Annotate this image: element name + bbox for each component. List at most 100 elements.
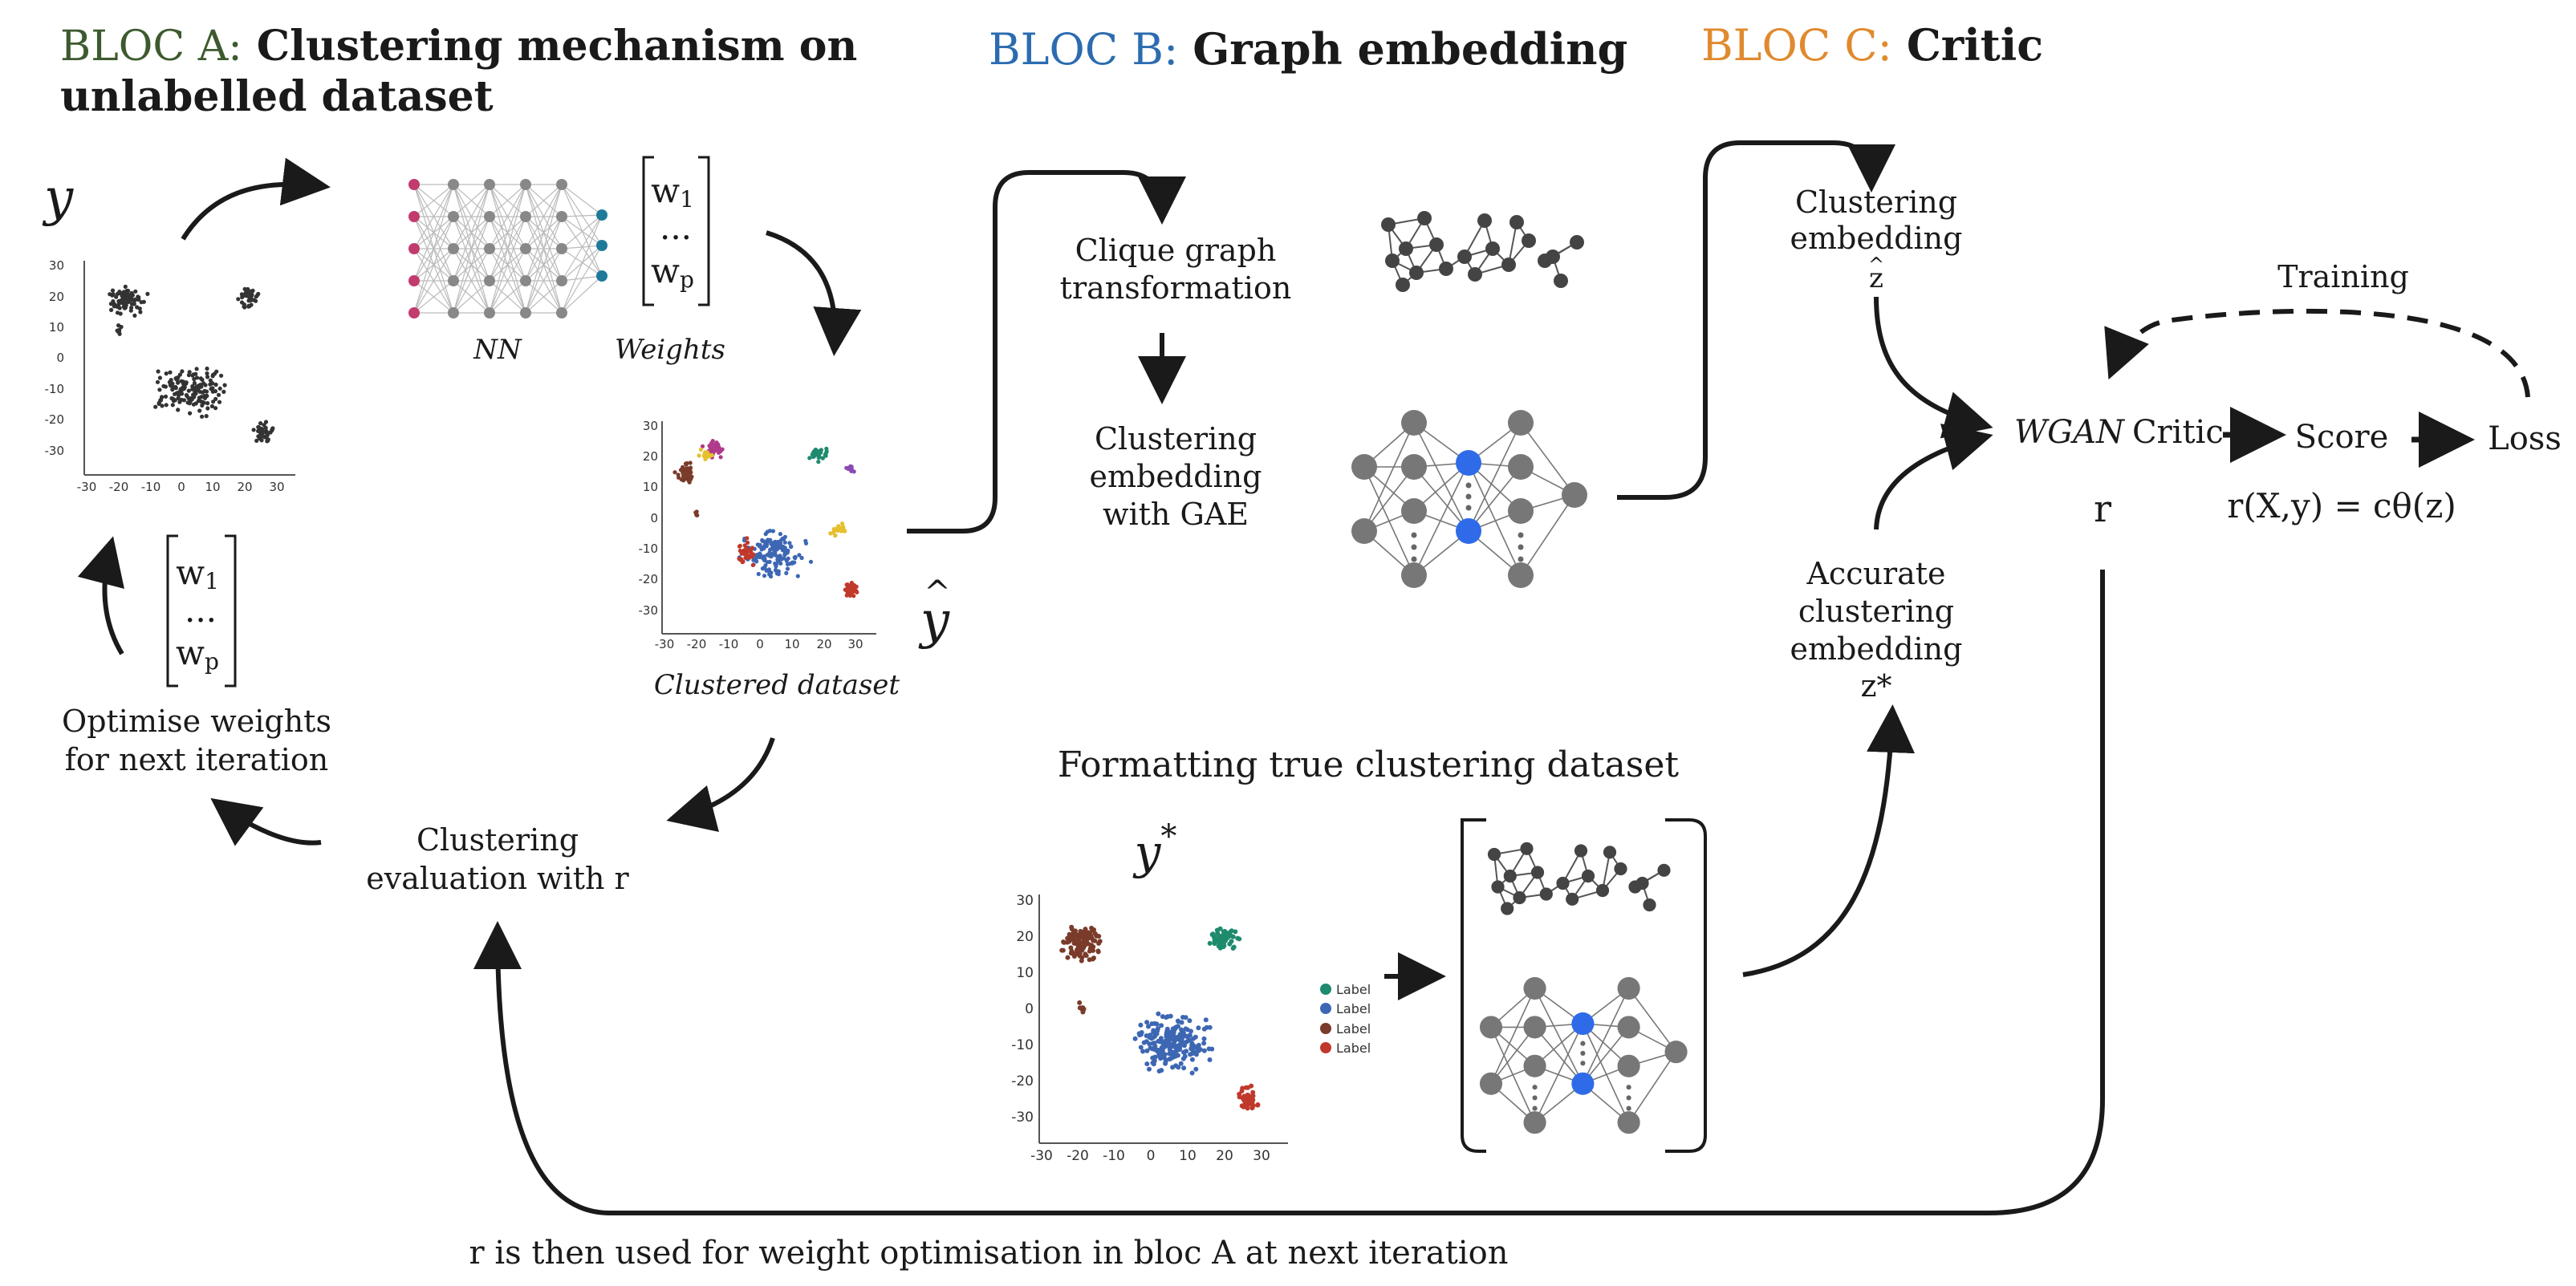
nn-node <box>448 243 459 254</box>
scatter-point <box>1067 939 1071 944</box>
x-tick: -30 <box>77 480 97 494</box>
score-label: Score <box>2295 419 2389 456</box>
scatter-point <box>778 562 782 566</box>
y-tick: 0 <box>56 351 64 365</box>
scatter-point <box>211 390 215 394</box>
graph-node <box>1504 870 1517 882</box>
y-tick: -30 <box>45 444 65 458</box>
nn-node <box>408 243 420 254</box>
gae-node <box>1523 977 1546 1000</box>
scatter-point <box>737 545 742 549</box>
graph-node <box>1614 862 1627 875</box>
scatter-point <box>177 396 181 400</box>
scatter-point <box>1091 928 1095 933</box>
graph-node <box>1603 846 1616 858</box>
scatter-point <box>1090 946 1095 951</box>
gae-node <box>1523 1016 1546 1038</box>
nn-node <box>596 209 607 221</box>
graph-node <box>1540 887 1553 900</box>
scatter-point <box>242 302 246 306</box>
scatter-point <box>782 537 786 541</box>
gae-node <box>1456 450 1481 476</box>
scatter-point <box>165 371 169 375</box>
nn-node <box>408 179 420 190</box>
graph-node <box>1574 844 1587 857</box>
scatter-point <box>1170 1036 1175 1041</box>
scatter-point <box>1155 1022 1160 1027</box>
scatter-point <box>117 291 121 295</box>
scatter-point <box>1184 1015 1188 1020</box>
gae-node <box>1401 562 1427 588</box>
scatter-point <box>741 550 745 554</box>
graph-node <box>1491 880 1504 893</box>
bloc-c-title: BLOC C:Critic <box>1701 19 2043 71</box>
scatter-point <box>138 306 142 310</box>
scatter-point <box>1188 1052 1193 1057</box>
scatter-point <box>762 574 766 578</box>
scatter-point <box>684 463 688 467</box>
gae-node <box>1664 1041 1687 1063</box>
scatter-point <box>251 289 255 293</box>
scatter-point <box>1251 1103 1256 1108</box>
scatter-point <box>1204 1017 1209 1022</box>
nn-node <box>520 211 531 222</box>
scatter-point <box>775 547 779 551</box>
nn-node <box>520 179 531 190</box>
scatter-point <box>1150 1056 1155 1061</box>
scatter-point <box>848 594 852 598</box>
scatter-point <box>840 521 844 525</box>
scatter-point <box>717 451 721 455</box>
arrow-optimise-to-y <box>104 546 122 654</box>
scatter-point <box>188 412 192 416</box>
scatter-point <box>1160 1014 1165 1019</box>
x-tick: 0 <box>756 637 764 651</box>
scatter-point <box>1162 1045 1167 1049</box>
scatter-point <box>1173 1026 1178 1031</box>
scatter-point <box>760 538 764 542</box>
scatter-point <box>767 568 771 572</box>
graph-node <box>1381 217 1396 232</box>
scatter-point <box>823 452 827 456</box>
scatter-point <box>758 555 762 559</box>
scatter-point <box>1197 1043 1201 1048</box>
scatter-point <box>793 555 797 559</box>
bloc-b-title-text: Graph embedding <box>1193 23 1627 75</box>
scatter-point <box>1209 1047 1214 1052</box>
eval-line2: evaluation with r <box>366 861 629 896</box>
scatter-point <box>828 531 832 535</box>
scatter-point <box>778 544 782 548</box>
nn-node <box>556 243 567 254</box>
scatter-point <box>124 303 128 307</box>
nn-node <box>484 211 495 222</box>
scatter-point <box>199 376 203 380</box>
clique-line1: Clique graph <box>1075 233 1277 268</box>
scatter-point <box>195 367 199 371</box>
scatter-point <box>1208 941 1213 946</box>
y-tick: -10 <box>639 542 659 556</box>
scatter-point <box>217 393 221 397</box>
nn-node <box>520 243 531 254</box>
scatter-point <box>1073 931 1078 935</box>
scatter-point <box>707 444 711 448</box>
scatter-point <box>1213 939 1217 943</box>
scatter-point <box>786 566 790 570</box>
scatter-point <box>214 370 218 374</box>
weight-wp: wp <box>651 251 694 293</box>
scatter-point <box>1181 1041 1186 1045</box>
scatter-point <box>1144 1049 1149 1053</box>
scatter-point <box>186 400 190 404</box>
gae-node <box>1508 562 1534 588</box>
scatter-point <box>789 545 793 549</box>
scatter-point <box>193 372 197 376</box>
graph-node <box>1485 241 1500 256</box>
scatter-point <box>205 375 209 379</box>
scatter-point <box>1156 1048 1161 1053</box>
scatter-point <box>197 399 201 403</box>
legend-swatch <box>1320 984 1331 995</box>
scatter-point <box>775 558 779 562</box>
scatter-point <box>116 323 120 327</box>
neural-network-icon <box>408 179 607 318</box>
scatter-point <box>778 532 782 536</box>
scatter-point <box>192 403 196 407</box>
scatter-point <box>205 414 209 418</box>
